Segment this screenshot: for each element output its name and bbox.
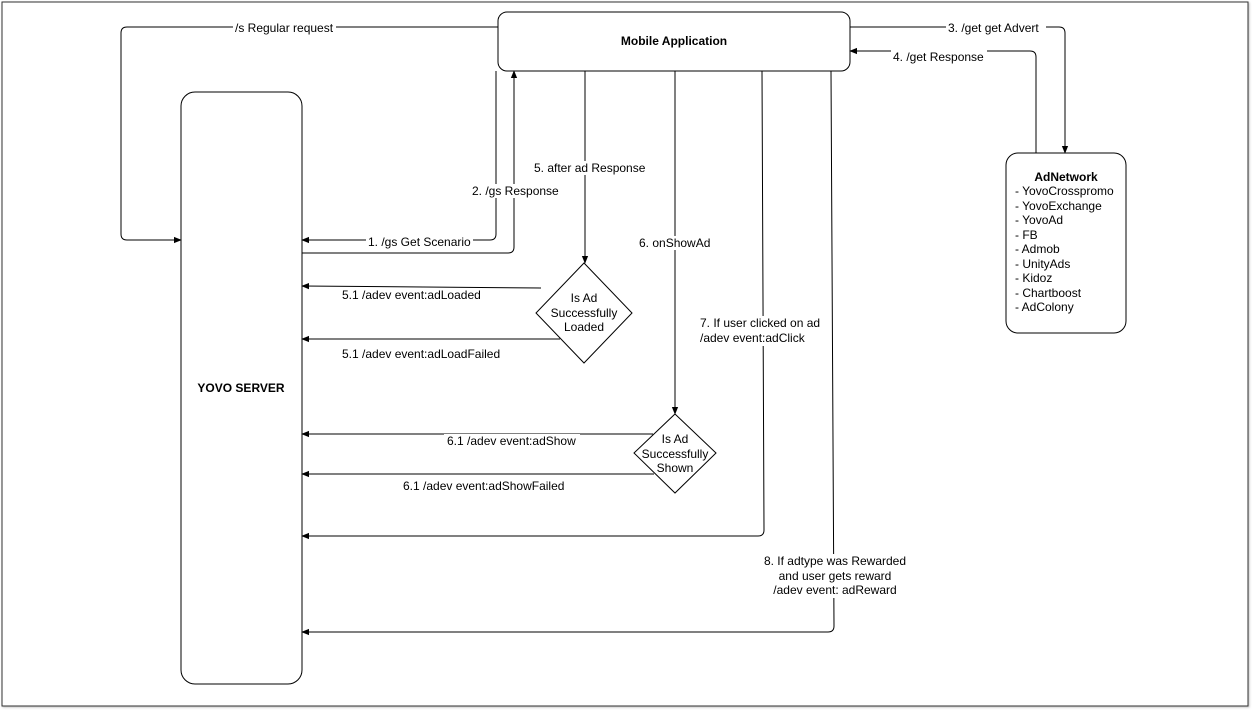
label-bg <box>946 21 1046 35</box>
label-get-advert: 3. /get get Advert <box>948 21 1039 35</box>
label-ad-show-failed: 6.1 /adev event:adShowFailed <box>403 479 564 493</box>
adnetwork-item: - Chartboost <box>1015 286 1082 300</box>
adnetwork-item: - UnityAds <box>1015 257 1070 271</box>
adnetwork-title: AdNetwork <box>1034 170 1098 184</box>
yovo-server-label: YOVO SERVER <box>197 381 284 395</box>
adnetwork-item: - YovoAd <box>1015 213 1063 227</box>
edge-ad-loaded <box>301 282 542 290</box>
decision-ad-shown: Is Ad Successfully Shown <box>633 413 717 494</box>
decision-loaded-line: Successfully <box>551 306 618 320</box>
label-ad-reward-line: /adev event: adReward <box>773 583 896 597</box>
mobile-application-label: Mobile Application <box>621 34 727 48</box>
label-ad-reward-line: 8. If adtype was Rewarded <box>764 554 906 568</box>
adnetwork-item: - AdColony <box>1015 300 1074 314</box>
label-ad-loaded: 5.1 /adev event:adLoaded <box>342 288 481 302</box>
edge-get-advert <box>850 26 1069 154</box>
edge-gs-response <box>302 70 518 254</box>
decision-loaded-line: Loaded <box>564 320 604 334</box>
adnetwork-item: - Admob <box>1015 242 1060 256</box>
label-bg <box>470 184 562 198</box>
edge-regular-request <box>120 26 498 244</box>
label-bg <box>444 434 580 448</box>
label-bg <box>233 21 336 35</box>
edge-ad-reward <box>301 70 835 636</box>
label-bg <box>697 316 825 346</box>
label-on-show-ad: 6. onShowAd <box>639 236 710 250</box>
decision-shown-line: Is Ad <box>662 432 689 446</box>
decision-loaded-line: Is Ad <box>571 291 598 305</box>
label-ad-click-line: /adev event:adClick <box>700 331 806 345</box>
label-bg <box>366 235 473 249</box>
label-bg <box>759 554 911 598</box>
adnetwork-item: - Kidoz <box>1015 271 1052 285</box>
edge-get-scenario <box>301 71 497 244</box>
yovo-server-node: YOVO SERVER <box>180 91 303 685</box>
label-after-ad-response: 5. after ad Response <box>534 161 646 175</box>
edges <box>120 26 1069 636</box>
label-bg <box>532 161 649 175</box>
label-get-response: 4. /get Response <box>893 50 984 64</box>
edge-ad-click <box>301 70 765 540</box>
label-bg <box>636 236 715 250</box>
label-get-scenario: 1. /gs Get Scenario <box>368 235 471 249</box>
label-ad-click-line: 7. If user clicked on ad <box>700 316 820 330</box>
decision-shown-line: Shown <box>657 461 694 475</box>
adnetwork-item: - FB <box>1015 228 1038 242</box>
adnetwork-node: AdNetwork - YovoCrosspromo - YovoExchang… <box>1005 152 1127 334</box>
edge-get-response <box>849 47 1037 153</box>
label-bg <box>891 50 987 64</box>
label-regular-request: /s Regular request <box>235 21 334 35</box>
mobile-application-node: Mobile Application <box>497 11 851 72</box>
decision-shown-line: Successfully <box>642 447 709 461</box>
decision-ad-loaded: Is Ad Successfully Loaded <box>535 262 633 364</box>
label-ad-reward-line: and user gets reward <box>779 569 892 583</box>
label-ad-load-failed: 5.1 /adev event:adLoadFailed <box>342 347 500 361</box>
label-gs-response: 2. /gs Response <box>472 184 559 198</box>
label-ad-show: 6.1 /adev event:adShow <box>447 434 576 448</box>
adnetwork-item: - YovoCrosspromo <box>1015 184 1114 198</box>
adnetwork-item: - YovoExchange <box>1015 199 1102 213</box>
